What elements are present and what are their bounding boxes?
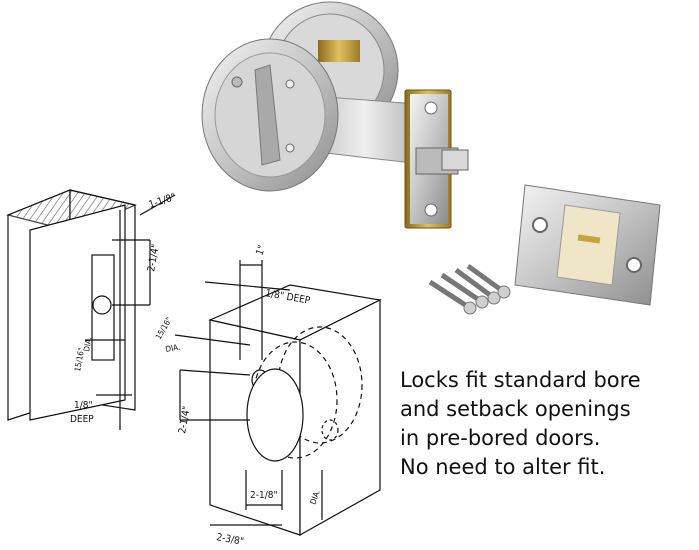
caption-line: Locks fit standard bore <box>400 368 641 392</box>
edge-dim-deep: DEEP <box>70 414 94 425</box>
edge-dim-2-1-4: 2-1/4" <box>146 243 162 272</box>
face-dim-2-1-8: 2-1/8" <box>250 490 278 501</box>
door-face-diagram <box>174 260 382 537</box>
strike-plate-photo <box>514 184 661 306</box>
door-edge-diagram <box>6 189 176 430</box>
face-dim-1: 1" <box>254 244 268 257</box>
caption-line: in pre-bored doors. <box>400 426 601 450</box>
caption-line: No need to alter fit. <box>400 455 606 479</box>
edge-dim-15-16: 15/16" <box>73 347 86 372</box>
edge-dim-dia: DIA. <box>82 336 93 352</box>
edge-dim-1-1-8: 1-1/8" <box>148 192 178 211</box>
face-dim-15-16: 15/16" <box>154 316 174 341</box>
fit-caption: Locks fit standard bore and setback open… <box>400 366 699 482</box>
face-dim-2-1-4: 2-1/4" <box>177 405 193 434</box>
caption-line: and setback openings <box>400 397 631 421</box>
screws-photo <box>428 263 511 315</box>
edge-dim-1-8: 1/8" <box>74 400 93 411</box>
face-dim-dia: DIA. <box>165 343 181 354</box>
privacy-lock-photo <box>201 1 469 229</box>
face-dim-2-3-8: 2-3/8" <box>215 532 244 548</box>
